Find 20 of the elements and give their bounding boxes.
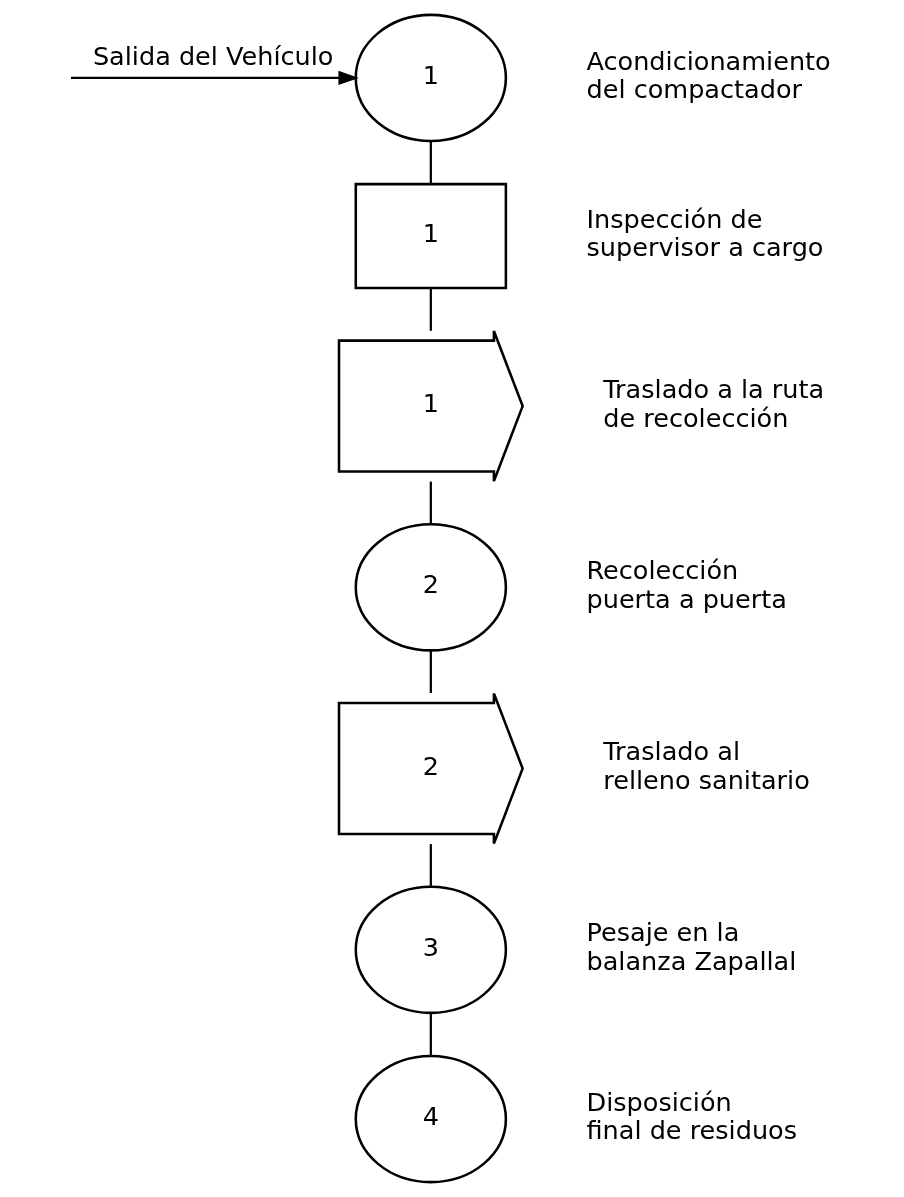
node-label: Traslado a la ruta de recolección [602, 373, 824, 433]
connector [429, 481, 432, 525]
node-label: Pesaje en la balanza Zapallal [586, 917, 796, 977]
node-ellipse: 2 [354, 522, 507, 652]
node-ellipse: 1 [354, 13, 507, 143]
connector [429, 844, 432, 887]
edge-label: Salida del Vehículo [92, 40, 333, 71]
node-label: Disposición final de residuos [586, 1086, 797, 1146]
connector [429, 141, 432, 184]
node-label: Inspección de supervisor a cargo [586, 203, 823, 263]
connector [429, 288, 432, 331]
node-box: 1 [354, 182, 507, 290]
node-label: Acondicionamiento del compactador [586, 45, 831, 105]
connector [429, 650, 432, 694]
connector [429, 1013, 432, 1056]
node-label: Recolección puerta a puerta [586, 555, 787, 614]
node-label: Traslado al relleno sanitario [602, 736, 810, 795]
arrow [70, 70, 359, 86]
node-ellipse: 3 [354, 885, 507, 1015]
node-ellipse: 4 [354, 1054, 507, 1184]
